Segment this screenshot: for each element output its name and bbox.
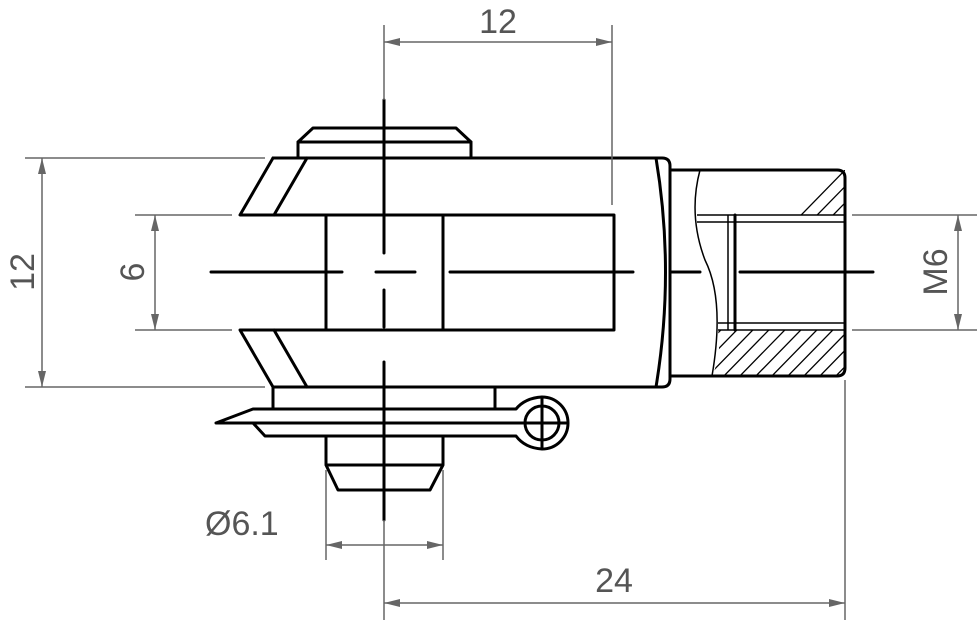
- hatch-line: [695, 170, 845, 215]
- dim-overall-length: 24: [595, 562, 633, 600]
- center-lines: [209, 98, 875, 522]
- dim-thread: M6: [917, 248, 955, 295]
- hatch-line: [735, 330, 845, 376]
- dim-pin-diameter: Ø6.1: [205, 505, 279, 543]
- hatch-line: [719, 330, 845, 376]
- cotter-pin: [214, 395, 570, 451]
- dim-top-width: 12: [479, 3, 517, 41]
- hatch-line: [751, 330, 845, 376]
- hatch-line: [783, 330, 845, 376]
- dim-left-height: 12: [4, 253, 42, 291]
- dim-slot-width: 6: [114, 263, 152, 282]
- hatch-line: [712, 330, 845, 376]
- dimension-lines: [25, 25, 977, 620]
- hatch-line: [712, 330, 845, 376]
- hatch-line: [799, 330, 845, 376]
- washer: [271, 385, 497, 411]
- hatch-line: [695, 170, 845, 215]
- hatch-line: [767, 330, 845, 376]
